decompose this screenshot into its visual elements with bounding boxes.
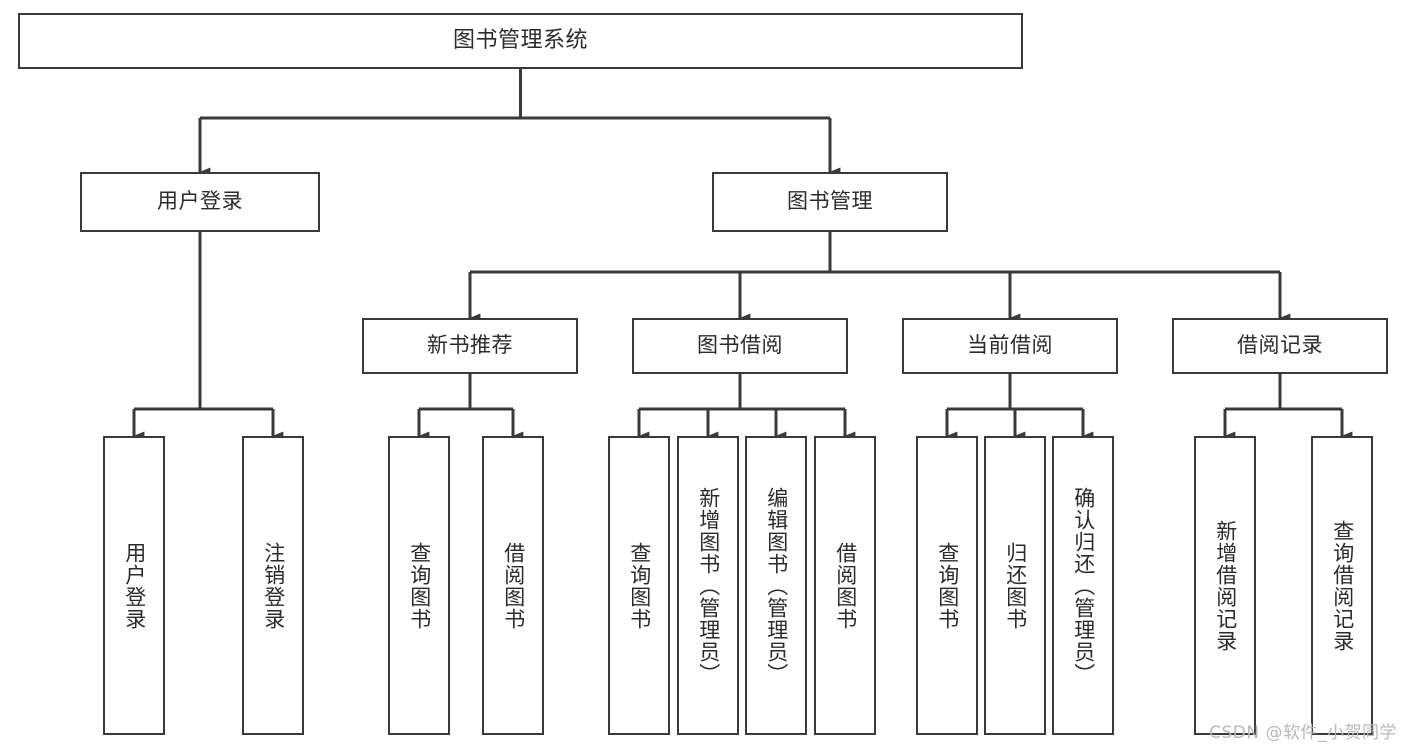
leaf-node-label: 注销登录 — [261, 541, 286, 630]
leaf-node-label: 借阅图书 — [833, 541, 858, 630]
leaf-node[interactable]: 查询借阅记录 — [1311, 436, 1373, 735]
leaf-node-label: 新增图书（管理员） — [696, 486, 721, 685]
node-book-management[interactable]: 图书管理 — [712, 172, 948, 232]
node-book-borrow[interactable]: 图书借阅 — [632, 318, 848, 374]
leaf-node[interactable]: 用户登录 — [103, 436, 165, 735]
leaf-node[interactable]: 编辑图书（管理员） — [745, 436, 807, 735]
node-user-login-label: 用户登录 — [157, 189, 243, 214]
node-root-label: 图书管理系统 — [452, 27, 588, 53]
node-root[interactable]: 图书管理系统 — [18, 13, 1023, 69]
leaf-node[interactable]: 查询图书 — [388, 436, 450, 735]
node-book-borrow-label: 图书借阅 — [697, 333, 783, 358]
leaf-node-label: 借阅图书 — [501, 541, 526, 630]
leaf-node[interactable]: 借阅图书 — [814, 436, 876, 735]
node-borrow-record[interactable]: 借阅记录 — [1172, 318, 1388, 374]
leaf-node-label: 确认归还（管理员） — [1071, 486, 1096, 685]
leaf-node[interactable]: 确认归还（管理员） — [1052, 436, 1114, 735]
leaf-node[interactable]: 查询图书 — [608, 436, 670, 735]
node-borrow-record-label: 借阅记录 — [1237, 333, 1323, 358]
leaf-node[interactable]: 借阅图书 — [482, 436, 544, 735]
leaf-node-label: 新增借阅记录 — [1213, 519, 1238, 652]
leaf-node-label: 用户登录 — [122, 541, 147, 630]
leaf-node-label: 归还图书 — [1003, 541, 1028, 630]
leaf-node[interactable]: 注销登录 — [242, 436, 304, 735]
leaf-node-label: 查询图书 — [627, 541, 652, 630]
leaf-node[interactable]: 新增借阅记录 — [1194, 436, 1256, 735]
watermark-text: CSDN @软件_小贺同学 — [1209, 723, 1397, 743]
node-current-borrow-label: 当前借阅 — [967, 333, 1053, 358]
leaf-node[interactable]: 归还图书 — [984, 436, 1046, 735]
node-new-book-recommend-label: 新书推荐 — [427, 333, 513, 358]
leaf-node-label: 查询图书 — [935, 541, 960, 630]
leaf-node-label: 编辑图书（管理员） — [764, 486, 789, 685]
node-new-book-recommend[interactable]: 新书推荐 — [362, 318, 578, 374]
node-book-management-label: 图书管理 — [787, 189, 873, 214]
leaf-node-label: 查询图书 — [407, 541, 432, 630]
node-current-borrow[interactable]: 当前借阅 — [902, 318, 1118, 374]
leaf-node-label: 查询借阅记录 — [1330, 519, 1355, 652]
leaf-node[interactable]: 查询图书 — [916, 436, 978, 735]
node-user-login[interactable]: 用户登录 — [80, 172, 320, 232]
leaf-node[interactable]: 新增图书（管理员） — [677, 436, 739, 735]
